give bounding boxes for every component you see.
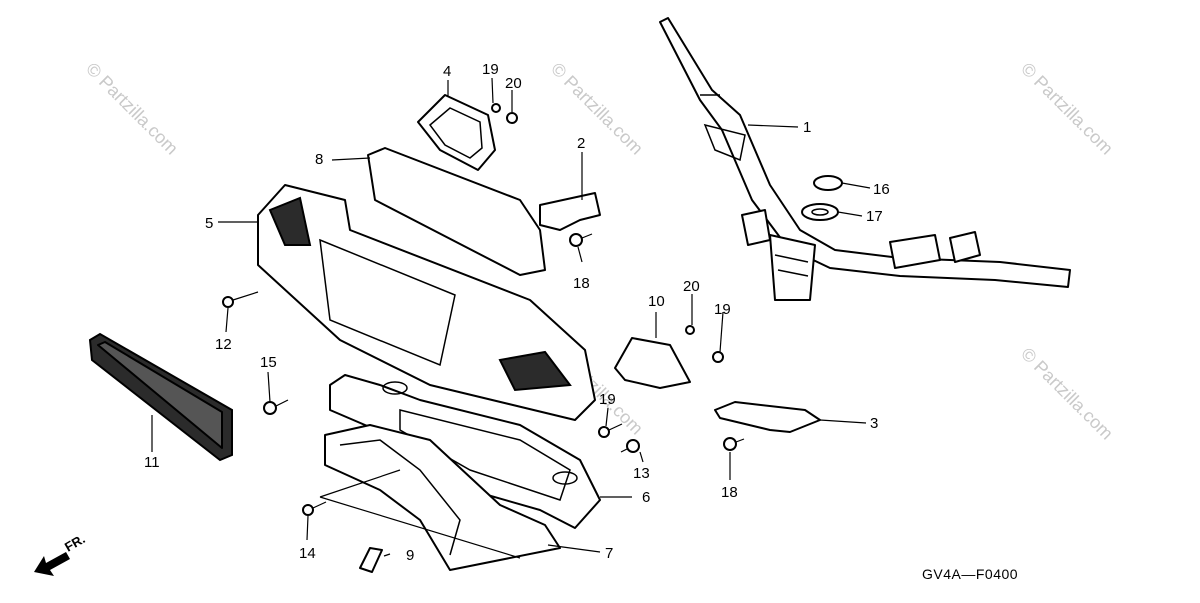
callout-20-b: 20 <box>683 278 700 295</box>
front-direction-marker: FR. <box>34 531 88 576</box>
callout-18-a: 18 <box>573 275 590 292</box>
diagram-code: GV4A—F0400 <box>922 566 1018 582</box>
handle-stay <box>714 401 821 433</box>
callout-4: 4 <box>443 63 451 80</box>
callout-19-b: 19 <box>714 301 731 318</box>
callout-3: 3 <box>870 415 878 432</box>
callout-2: 2 <box>577 135 585 152</box>
callout-15: 15 <box>260 354 277 371</box>
callout-17: 17 <box>866 208 883 225</box>
front-label: FR. <box>62 531 88 554</box>
meter-bracket <box>539 192 601 231</box>
watermark-2: © Partzilla.com <box>547 59 647 159</box>
callout-19-c: 19 <box>599 391 616 408</box>
fasteners <box>222 103 745 516</box>
callout-labels: 1 2 3 4 5 6 7 8 9 10 11 12 13 14 15 16 1… <box>144 61 890 564</box>
callout-10: 10 <box>648 293 665 310</box>
callout-1: 1 <box>803 119 811 136</box>
handlebar-grommet-16 <box>813 175 843 191</box>
callout-14: 14 <box>299 545 316 562</box>
callout-12: 12 <box>215 336 232 353</box>
upper-cover-bracket <box>417 94 496 171</box>
callout-11: 11 <box>144 454 160 471</box>
cover-cap <box>359 547 383 573</box>
callout-5: 5 <box>205 215 213 232</box>
watermark-5: © Partzilla.com <box>1017 344 1117 444</box>
watermark-3: © Partzilla.com <box>1017 59 1117 159</box>
callout-8: 8 <box>315 151 323 168</box>
callout-20-a: 20 <box>505 75 522 92</box>
callout-6: 6 <box>642 489 650 506</box>
watermark-1: © Partzilla.com <box>82 59 182 159</box>
handlebar-grommet-17 <box>801 203 839 221</box>
cover-bracket-10 <box>614 337 691 389</box>
handlebar-pipe <box>659 17 1071 301</box>
callout-9: 9 <box>406 547 414 564</box>
callout-13: 13 <box>633 465 650 482</box>
leader-lines <box>151 77 871 559</box>
callout-19-a: 19 <box>482 61 499 78</box>
callout-16: 16 <box>873 181 890 198</box>
meter-visor <box>367 147 546 276</box>
callout-7: 7 <box>605 545 613 562</box>
front-arrow-icon <box>34 552 70 576</box>
callout-18-b: 18 <box>721 484 738 501</box>
